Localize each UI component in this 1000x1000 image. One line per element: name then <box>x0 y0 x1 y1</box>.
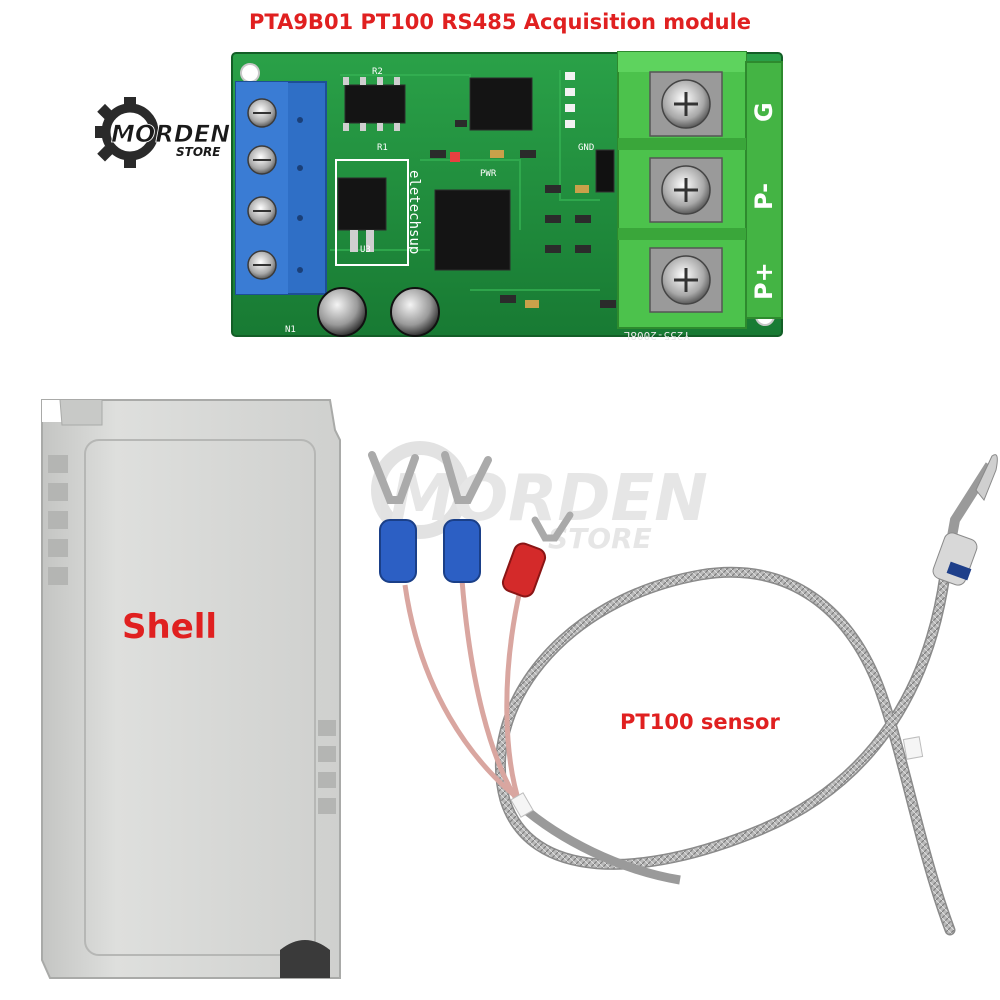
terminal-label-p-minus: P- <box>750 183 778 210</box>
blue-terminal-block <box>235 81 327 295</box>
spade-terminal-blue-2 <box>441 451 492 583</box>
terminal-screws <box>649 71 723 313</box>
logo-text: MORDEN <box>111 120 230 148</box>
silk-ref: GND <box>578 143 594 153</box>
terminal-label-p-plus: P+ <box>750 262 778 300</box>
green-terminal-block: G P- P+ <box>617 51 783 329</box>
page-title: PTA9B01 PT100 RS485 Acquisition module <box>248 10 752 34</box>
shell-label: Shell <box>122 607 218 647</box>
electrolytic-capacitors <box>317 287 440 337</box>
shell-enclosure <box>41 399 341 979</box>
spade-terminal-red <box>501 511 574 598</box>
watermark: MORDEN STORE <box>371 441 708 555</box>
sensor-label: PT100 sensor <box>620 710 780 734</box>
silk-ref: R1 <box>377 143 388 153</box>
watermark-text: MORDEN <box>390 462 708 536</box>
pt100-sensor <box>368 451 998 936</box>
silk-ref: N1 <box>285 325 296 335</box>
sensor-probe <box>932 454 998 586</box>
silk-ref: PWR <box>480 169 497 179</box>
pcb-module: eletechsup Y255-2008L R2 R1 PWR GND U3 N… <box>231 51 783 342</box>
store-logo: MORDEN STORE <box>95 97 231 168</box>
spade-terminal-blue-1 <box>368 451 419 583</box>
silkscreen-part-number: Y255-2008L <box>623 329 690 342</box>
gear-icon <box>95 97 159 168</box>
terminal-label-g: G <box>750 102 778 122</box>
silk-ref: U3 <box>360 245 371 255</box>
logo-subtext: STORE <box>176 145 221 159</box>
silk-ref: R2 <box>372 67 383 77</box>
silkscreen-brand: eletechsup <box>406 170 422 254</box>
